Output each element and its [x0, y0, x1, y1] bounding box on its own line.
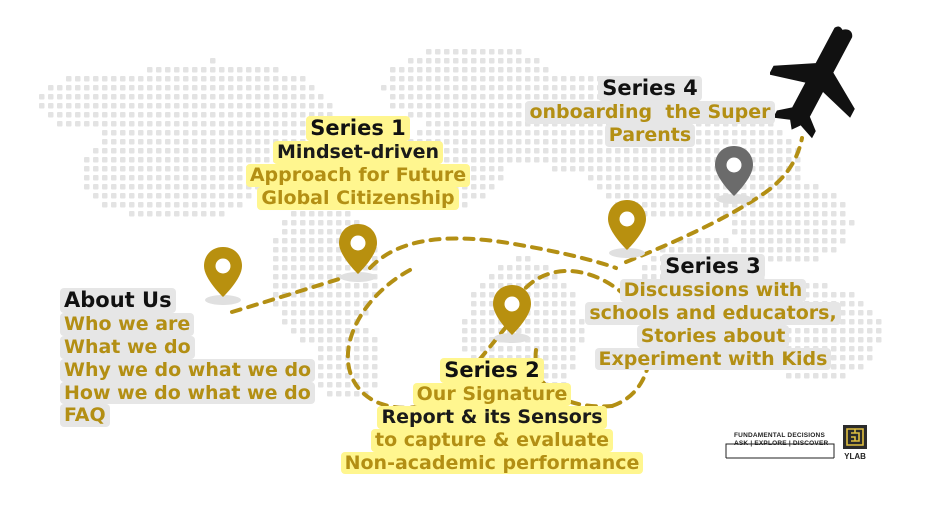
series-4-block: Series 4 onboarding the Super Parents: [520, 76, 780, 147]
series-2-line-2: Report & its Sensors: [377, 405, 607, 429]
airplane-icon: [770, 26, 855, 139]
route-about-to-series1: [230, 273, 354, 314]
ylab-logo: FUNDAMENTAL DECISIONS ASK | EXPLORE | DI…: [722, 424, 872, 468]
series-2-line-3: to capture & evaluate: [370, 428, 614, 452]
logo-tagline-2: ASK | EXPLORE | DISCOVER: [734, 439, 829, 447]
series-4-title: Series 4: [598, 76, 702, 102]
about-item-who: Who we are: [60, 313, 195, 336]
logo-tagline-1: FUNDAMENTAL DECISIONS: [734, 432, 825, 439]
logo-brand: YLAB: [844, 452, 866, 461]
series-3-title: Series 3: [661, 254, 765, 280]
map-pin-icon: [339, 224, 377, 282]
series-1-block: Series 1 Mindset-driven Approach for Fut…: [236, 116, 480, 210]
series-3-block: Series 3 Discussions with schools and ed…: [582, 254, 844, 371]
series-1-line-3: Global Citizenship: [257, 186, 459, 210]
series-1-line-2: Approach for Future: [245, 163, 471, 187]
series-2-line-4: Non-academic performance: [340, 451, 644, 475]
about-us-block: About Us Who we are What we do Why we do…: [60, 288, 316, 428]
series-2-line-1: Our Signature: [412, 383, 572, 406]
route-series3-to-series2: [514, 269, 628, 302]
series-1-line-1: Mindset-driven: [273, 141, 443, 164]
about-item-faq: FAQ: [60, 404, 110, 428]
route-series1-loop: [368, 236, 618, 270]
logo-bracket: [725, 443, 835, 459]
series-3-line-4: Experiment with Kids: [594, 347, 832, 371]
about-item-why: Why we do what we do: [60, 358, 316, 382]
map-pin-icon: [715, 146, 753, 204]
series-1-title: Series 1: [306, 116, 410, 142]
map-pin-icon: [608, 200, 646, 258]
series-3-line-1: Discussions with: [619, 279, 807, 302]
series-2-title: Series 2: [440, 358, 544, 384]
series-3-line-3: Stories about: [636, 324, 790, 348]
series-4-line-2: Parents: [604, 123, 696, 147]
about-item-how: How we do what we do: [60, 381, 315, 405]
series-2-block: Series 2 Our Signature Report & its Sens…: [322, 358, 662, 475]
logo-tagline: FUNDAMENTAL DECISIONS ASK | EXPLORE | DI…: [734, 432, 828, 448]
about-us-title: About Us: [60, 288, 176, 314]
maze-logo-icon: YLAB: [843, 425, 867, 461]
map-pin-icon: [493, 285, 531, 343]
map-pin-icon: [204, 247, 242, 305]
series-4-line-1: onboarding the Super: [525, 101, 775, 124]
route-to-plane: [624, 136, 804, 264]
about-item-what: What we do: [60, 335, 195, 359]
series-3-line-2: schools and educators,: [585, 301, 841, 325]
